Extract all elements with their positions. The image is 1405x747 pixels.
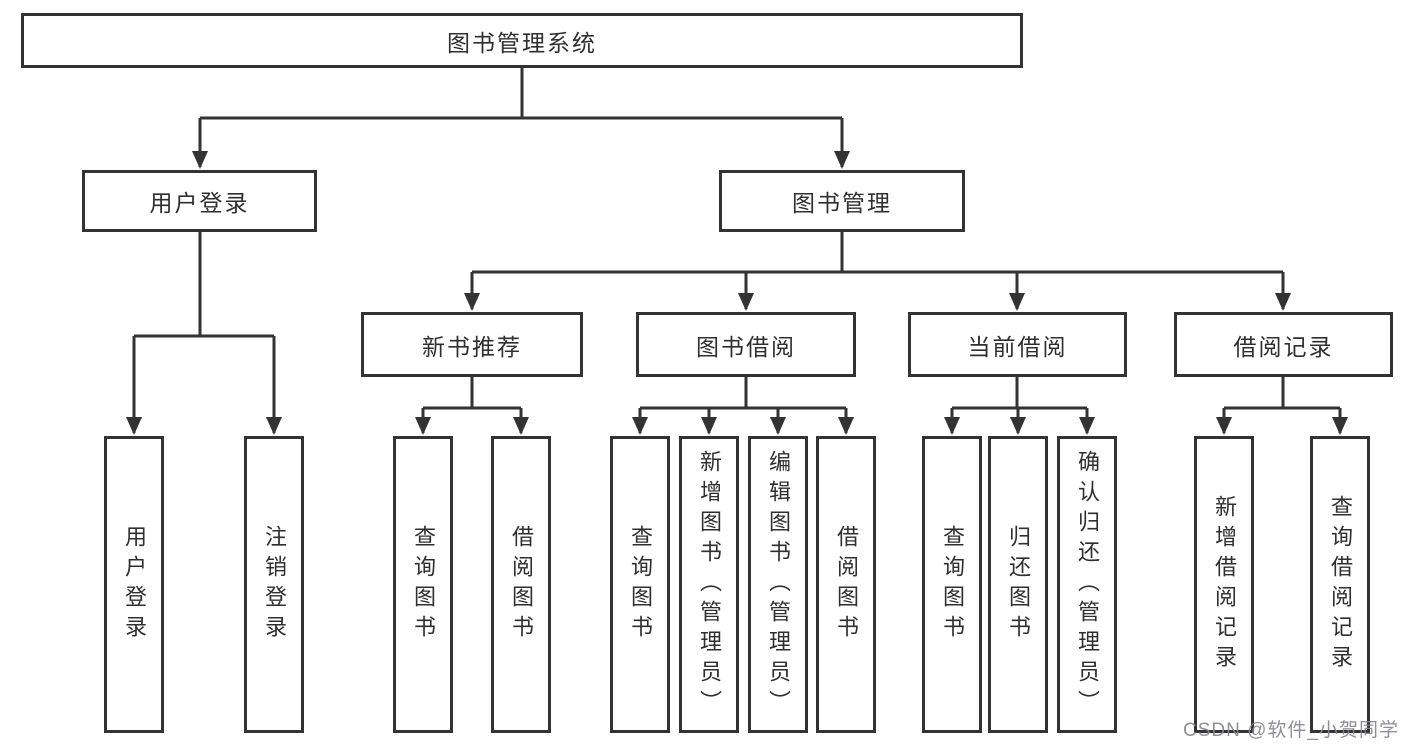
leaf-records-add-record: 新增借阅记录 [1194, 436, 1254, 733]
leaf-records-query-record: 查询借阅记录 [1310, 436, 1370, 733]
leaf-recommend-query-books: 查询图书 [393, 436, 453, 733]
leaf-user-login: 用户登录 [104, 436, 164, 733]
leaf-borrow-query-books: 查询图书 [610, 436, 670, 733]
node-borrow-records: 借阅记录 [1174, 312, 1393, 377]
leaf-recommend-borrow-books: 借阅图书 [491, 436, 551, 733]
leaf-current-query-books: 查询图书 [922, 436, 982, 733]
leaf-borrow-add-books-admin: 新增图书（管理员） [679, 436, 739, 733]
leaf-borrow-borrow-books: 借阅图书 [816, 436, 876, 733]
leaf-borrow-edit-books-admin: 编辑图书（管理员） [748, 436, 808, 733]
leaf-current-confirm-return-admin: 确认归还（管理员） [1057, 436, 1117, 733]
csdn-watermark: CSDN @软件_小贺同学 [1183, 720, 1399, 741]
node-book-borrow: 图书借阅 [636, 312, 856, 377]
node-book-management: 图书管理 [719, 170, 965, 232]
leaf-logout: 注销登录 [244, 436, 304, 733]
leaf-current-return-books: 归还图书 [988, 436, 1048, 733]
node-root-system: 图书管理系统 [21, 13, 1023, 68]
node-user-login: 用户登录 [82, 170, 317, 232]
node-current-borrow: 当前借阅 [908, 312, 1127, 377]
node-new-book-recommend: 新书推荐 [361, 312, 583, 377]
